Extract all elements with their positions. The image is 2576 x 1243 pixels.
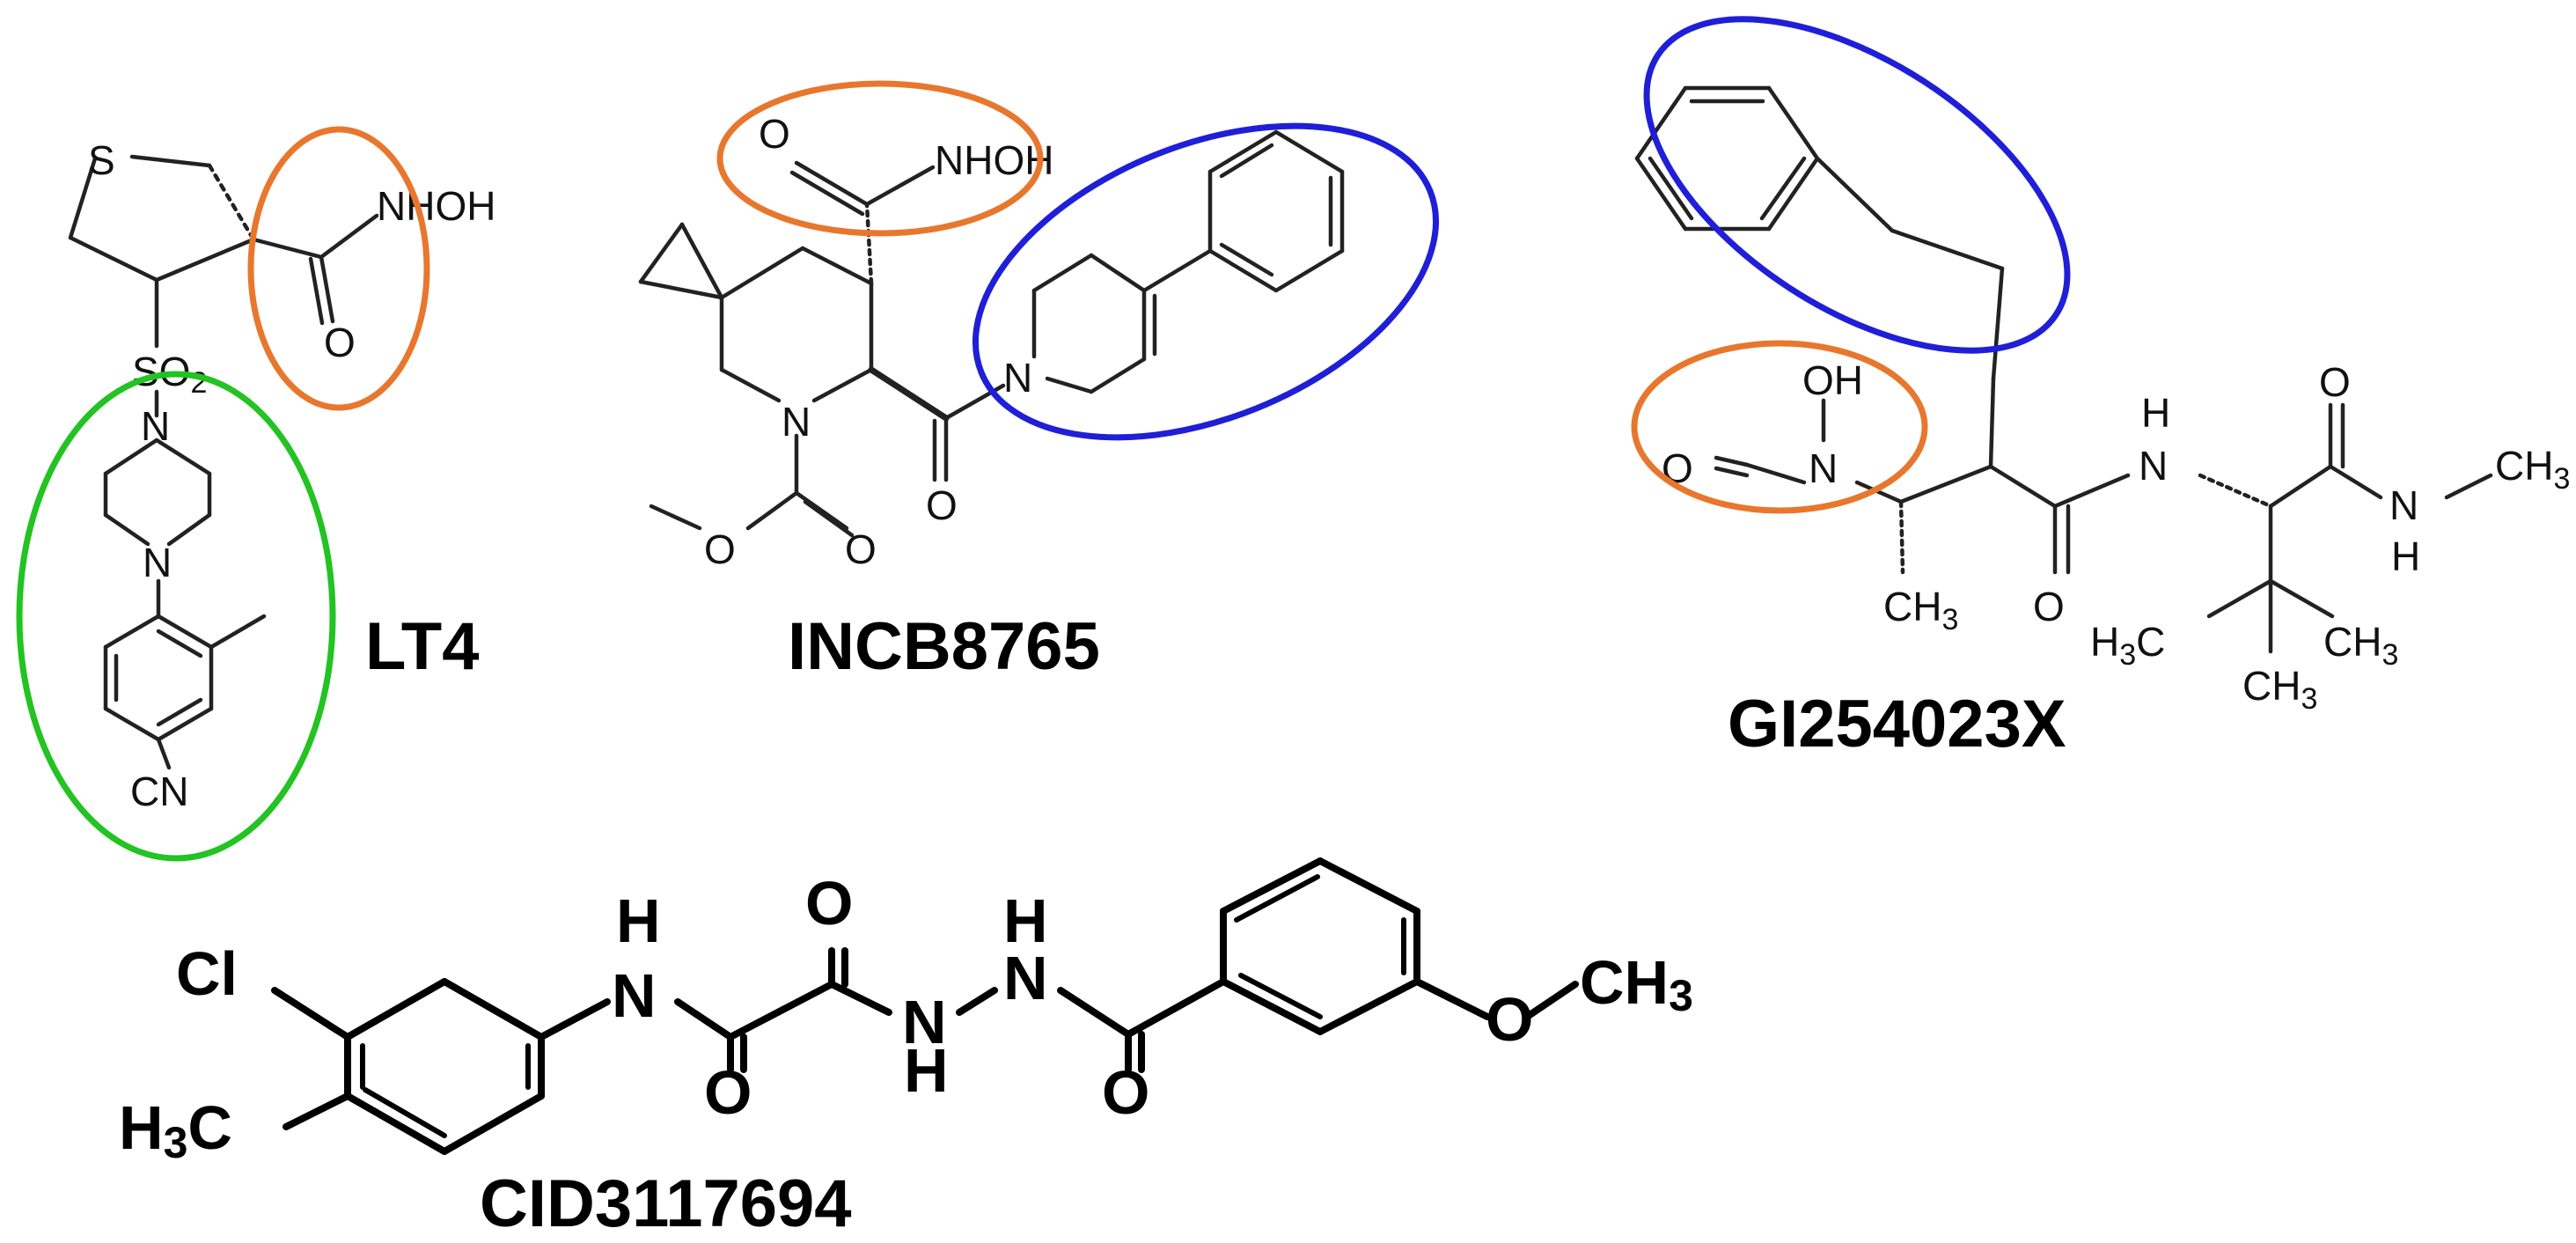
- cid-atom-h3c: H3C: [119, 1093, 232, 1167]
- lt4-piperazine-aryl-highlight-green: [16, 371, 336, 862]
- molecule-cid3117694: Cl H3C H N O O N H H N O O CH3 CID311769…: [119, 857, 1693, 1241]
- gi-atom-o-right: O: [2319, 359, 2351, 405]
- incb-atom-n-pip: N: [1003, 355, 1032, 401]
- gi-atom-ch3-c: CH: [2323, 619, 2382, 665]
- gi-bonds: [1634, 85, 2493, 654]
- gi-atom-h3c-h: H: [2090, 619, 2119, 665]
- lt4-atom-n2: N: [143, 540, 172, 585]
- incb-atom-o-carb: O: [845, 526, 877, 572]
- cid-atom-h3: H: [1003, 886, 1048, 955]
- cid-atom-o1: O: [704, 1058, 752, 1127]
- gi-atom-ch3-right-sub: 3: [2553, 462, 2570, 496]
- lt4-hydroxamate-highlight-orange: [247, 126, 430, 411]
- molecule-incb8765: O NHOH N N O O O INCB8765: [638, 80, 1440, 684]
- cid-atom-cl: Cl: [176, 939, 238, 1008]
- lt4-bonds: [68, 154, 379, 770]
- cid-atom-ch3: CH3: [1580, 948, 1693, 1020]
- incb-phenyl-highlight-blue: [972, 122, 1440, 441]
- incb-bonds: [638, 129, 1345, 538]
- cid-atom-h3c-c: C: [187, 1093, 232, 1162]
- cid-atom-o3: O: [1102, 1058, 1149, 1127]
- gi-atom-h3c-c: C: [2136, 619, 2165, 665]
- cid-atom-o-methoxy: O: [1486, 985, 1533, 1054]
- cid-atom-ch3-ch: CH: [1580, 948, 1669, 1017]
- gi-atom-ch-sub: 3: [1941, 603, 1958, 636]
- gi-atom-ch: CH: [1883, 584, 1941, 629]
- incb-atom-o-top: O: [759, 111, 790, 157]
- incb-hydroxamate-highlight-orange: [716, 80, 1044, 237]
- lt4-atom-s: S: [88, 137, 115, 183]
- molecule-lt4: S NHOH O SO2 N N CN LT4: [16, 126, 495, 862]
- lt4-atom-labels: S NHOH O SO2 N N CN: [88, 137, 495, 814]
- cid-compound-name: CID3117694: [480, 1166, 852, 1239]
- gi-atom-o-amide: O: [2033, 584, 2065, 629]
- cid-bonds: [271, 857, 1579, 1155]
- gi-atom-n-amide: N: [2139, 443, 2168, 489]
- cid-atom-h3c-sub: 3: [164, 1118, 188, 1167]
- gi-atom-h3c: H3C: [2090, 619, 2165, 672]
- cid-atom-n3: N: [1003, 944, 1048, 1012]
- cid-atom-h3c-h: H: [119, 1093, 164, 1162]
- incb-atom-n-ring: N: [782, 399, 811, 445]
- molecule-gi254023x: OH N O CH3 O H N O N H CH3 H3C CH3 CH3 G…: [1631, 16, 2570, 761]
- gi-atom-ch3-c-sub: 3: [2382, 638, 2398, 672]
- lt4-atom-cn: CN: [130, 769, 188, 814]
- incb-atom-labels: O NHOH N N O O O: [704, 111, 1053, 572]
- gi-atom-labels: OH N O CH3 O H N O N H CH3 H3C CH3 CH3: [1662, 357, 2570, 716]
- gi-atom-ch3-right-ch: CH: [2495, 443, 2553, 489]
- lt4-atom-nhoh: NHOH: [377, 183, 495, 229]
- gi-compound-name: GI254023X: [1728, 687, 2066, 761]
- gi-atom-h3c-sub: 3: [2119, 638, 2136, 672]
- cid-atom-o2: O: [805, 869, 853, 938]
- cid-atom-n1: N: [612, 961, 657, 1030]
- cid-atom-h2: H: [904, 1036, 949, 1105]
- incb-compound-name: INCB8765: [788, 609, 1100, 684]
- gi-atom-ch3-right: CH3: [2495, 443, 2570, 496]
- cid-atom-n2: N: [902, 988, 947, 1056]
- incb-atom-o-amide: O: [926, 482, 958, 528]
- gi-atom-h-right: H: [2391, 533, 2420, 579]
- gi-atom-h-amide: H: [2141, 390, 2170, 436]
- gi-phenylpropyl-highlight-blue: [1643, 16, 2071, 354]
- gi-hydroxamate-highlight-orange: [1631, 340, 1928, 514]
- lt4-atom-o: O: [324, 320, 356, 365]
- cid-atom-labels: Cl H3C H N O O N H H N O O CH3: [119, 869, 1693, 1167]
- gi-atom-ch3-b: CH: [2242, 663, 2301, 709]
- gi-atom-ch3-b-sub: 3: [2301, 682, 2317, 716]
- gi-atom-ch3-right-tbu: CH3: [2323, 619, 2398, 672]
- gi-atom-n-right: N: [2389, 482, 2418, 528]
- lt4-atom-so-sub: 2: [190, 366, 207, 400]
- gi-atom-n-hydroxy: N: [1809, 445, 1838, 491]
- cid-atom-ch3-sub: 3: [1669, 971, 1693, 1020]
- incb-atom-o-ester: O: [704, 526, 736, 572]
- lt4-atom-n1: N: [141, 403, 170, 449]
- lt4-compound-name: LT4: [365, 609, 479, 684]
- gi-atom-ch3-bottom: CH3: [2242, 663, 2317, 716]
- cid-atom-h1: H: [616, 886, 661, 955]
- gi-atom-ch3-left: CH3: [1883, 584, 1958, 636]
- gi-atom-oh: OH: [1802, 357, 1863, 403]
